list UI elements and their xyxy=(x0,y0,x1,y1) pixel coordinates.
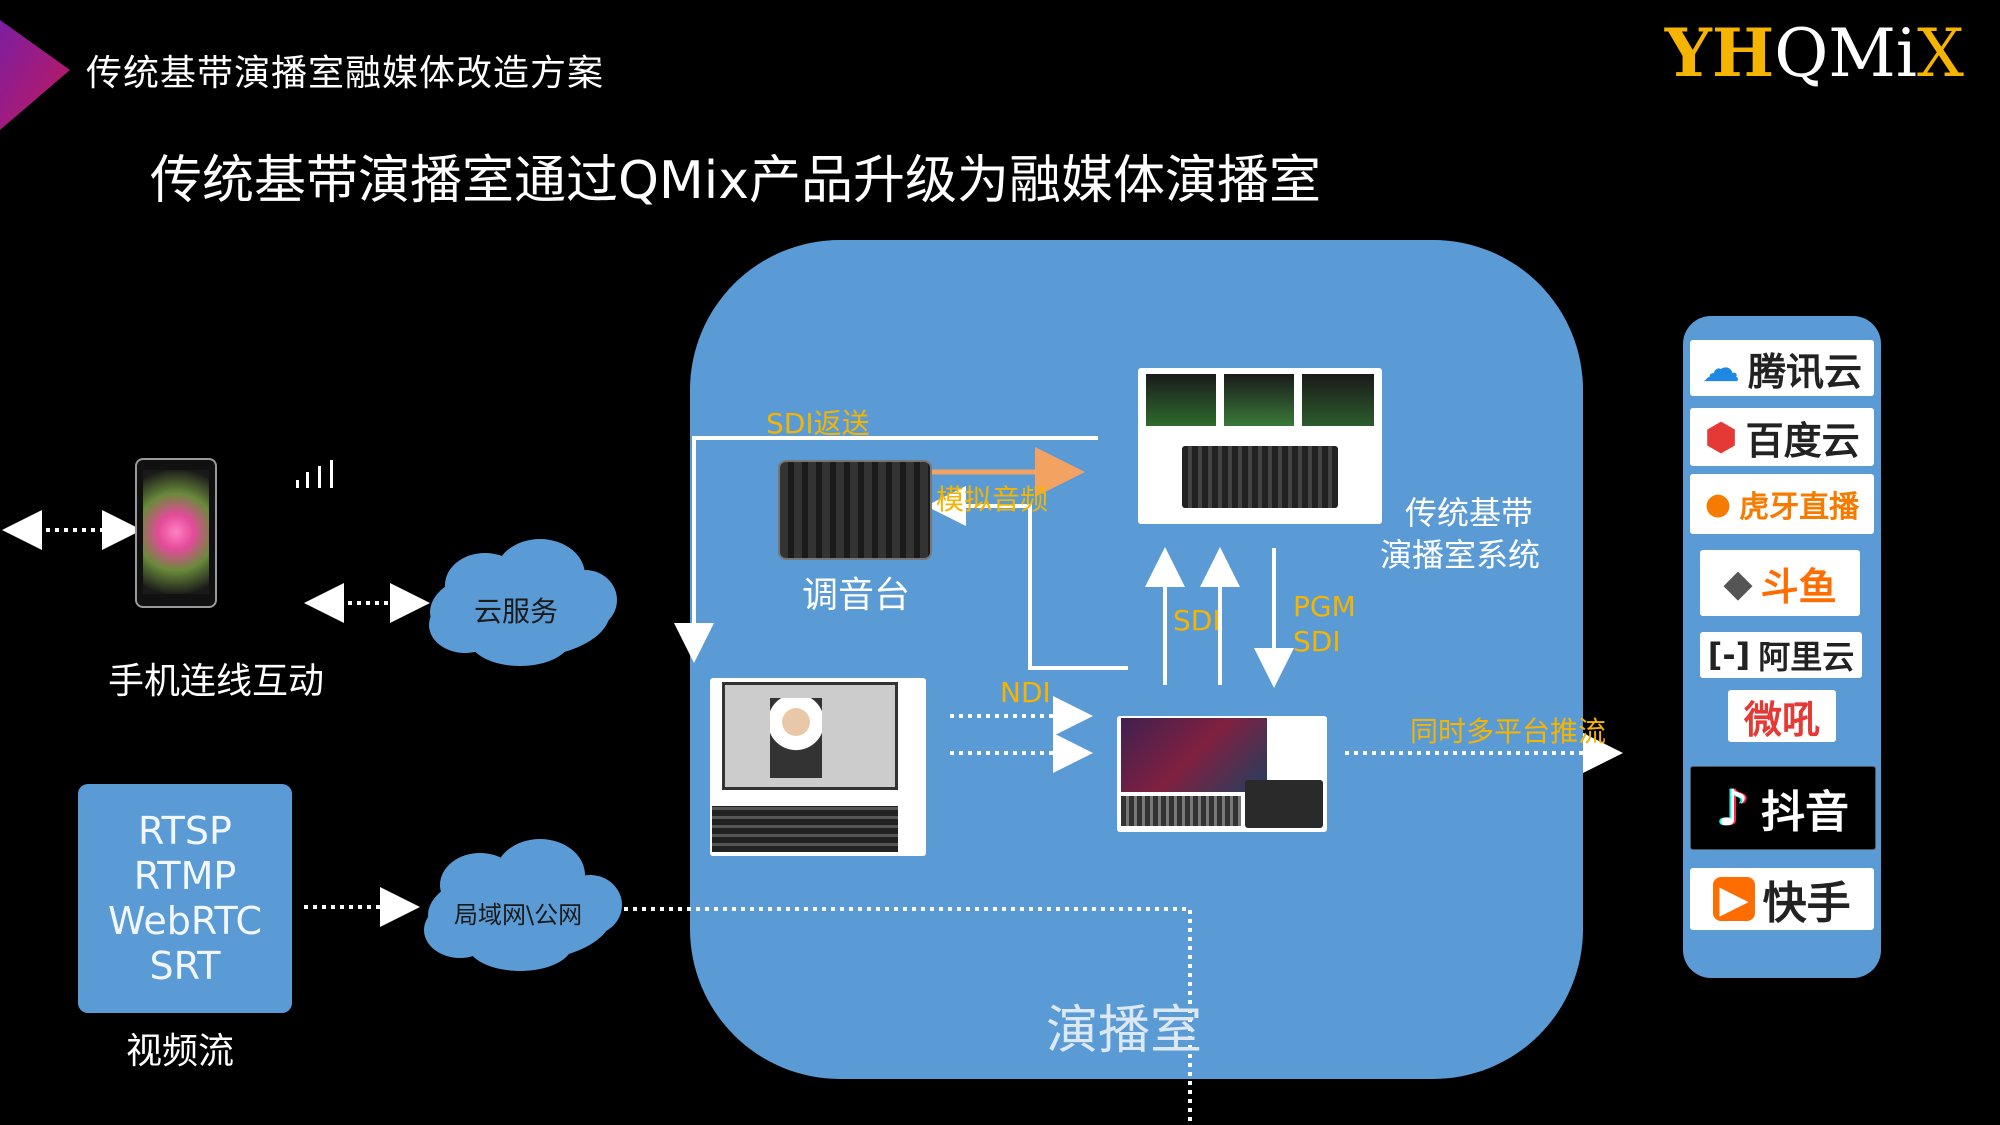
phone-interaction-label: 手机连线互动 xyxy=(108,661,325,702)
platform-aliyun: [-]阿里云 xyxy=(1700,632,1862,678)
protocol-rtsp: RTSP xyxy=(138,808,232,853)
ndi-label: NDI xyxy=(1000,676,1051,709)
brand-logo: YHQMiX xyxy=(1664,14,1964,92)
studio-label: 演播室 xyxy=(1046,1001,1203,1061)
video-stream-label: 视频流 xyxy=(126,1031,235,1072)
lan-cloud-label: 局域网\公网 xyxy=(454,901,583,929)
broadcast-system-image xyxy=(1138,368,1382,524)
platform-vhall: 微吼 xyxy=(1728,690,1836,742)
kuaishou-icon: ▶ xyxy=(1713,877,1755,921)
analog-audio-label: 模拟音频 xyxy=(936,483,1049,516)
platform-tencent-cloud: ☁腾讯云 xyxy=(1690,340,1874,396)
protocol-webrtc: WebRTC xyxy=(107,898,262,943)
protocol-srt: SRT xyxy=(149,943,221,988)
pgm-sdi-label: SDI xyxy=(1293,625,1341,658)
smartphone-image xyxy=(135,458,217,608)
qmix-switcher-image xyxy=(1117,716,1327,832)
system-label-line1: 传统基带 xyxy=(1405,494,1534,532)
platform-douyu: ◆斗鱼 xyxy=(1700,550,1860,616)
pgm-label: PGM xyxy=(1293,590,1356,623)
push-stream-label: 同时多平台推流 xyxy=(1410,715,1607,748)
platform-kuaishou: ▶快手 xyxy=(1690,868,1874,930)
platform-huya: ●虎牙直播 xyxy=(1690,474,1874,534)
platform-baidu-cloud: ⬢百度云 xyxy=(1690,408,1874,466)
sdi-up-label: SDI xyxy=(1173,604,1221,637)
aliyun-icon: [-] xyxy=(1707,636,1751,674)
huya-icon: ● xyxy=(1704,486,1732,522)
platform-douyin: ♪抖音 xyxy=(1690,766,1876,850)
baidu-cloud-icon: ⬢ xyxy=(1704,415,1738,459)
lan-cloud-shape xyxy=(424,839,622,971)
cloud-service-shape xyxy=(429,539,617,666)
slide-title: 传统基带演播室通过QMix产品升级为融媒体演播室 xyxy=(150,151,1322,211)
protocol-rtmp: RTMP xyxy=(133,853,237,898)
studio-area xyxy=(690,240,1583,1079)
tencent-cloud-icon: ☁ xyxy=(1701,346,1740,390)
cloud-service-label: 云服务 xyxy=(474,595,559,628)
audio-mixer-image xyxy=(778,460,932,560)
corner-accent xyxy=(0,20,70,130)
signal-icon xyxy=(296,460,333,488)
header-title: 传统基带演播室融媒体改造方案 xyxy=(86,53,605,94)
stream-protocol-box: RTSP RTMP WebRTC SRT xyxy=(78,784,292,1013)
recording-station-image xyxy=(710,678,926,856)
douyin-icon: ♪ xyxy=(1717,779,1749,837)
system-label-line2: 演播室系统 xyxy=(1380,536,1541,574)
sdi-return-label: SDI返送 xyxy=(766,407,870,440)
mixer-label: 调音台 xyxy=(802,575,911,616)
douyu-icon: ◆ xyxy=(1723,561,1753,605)
